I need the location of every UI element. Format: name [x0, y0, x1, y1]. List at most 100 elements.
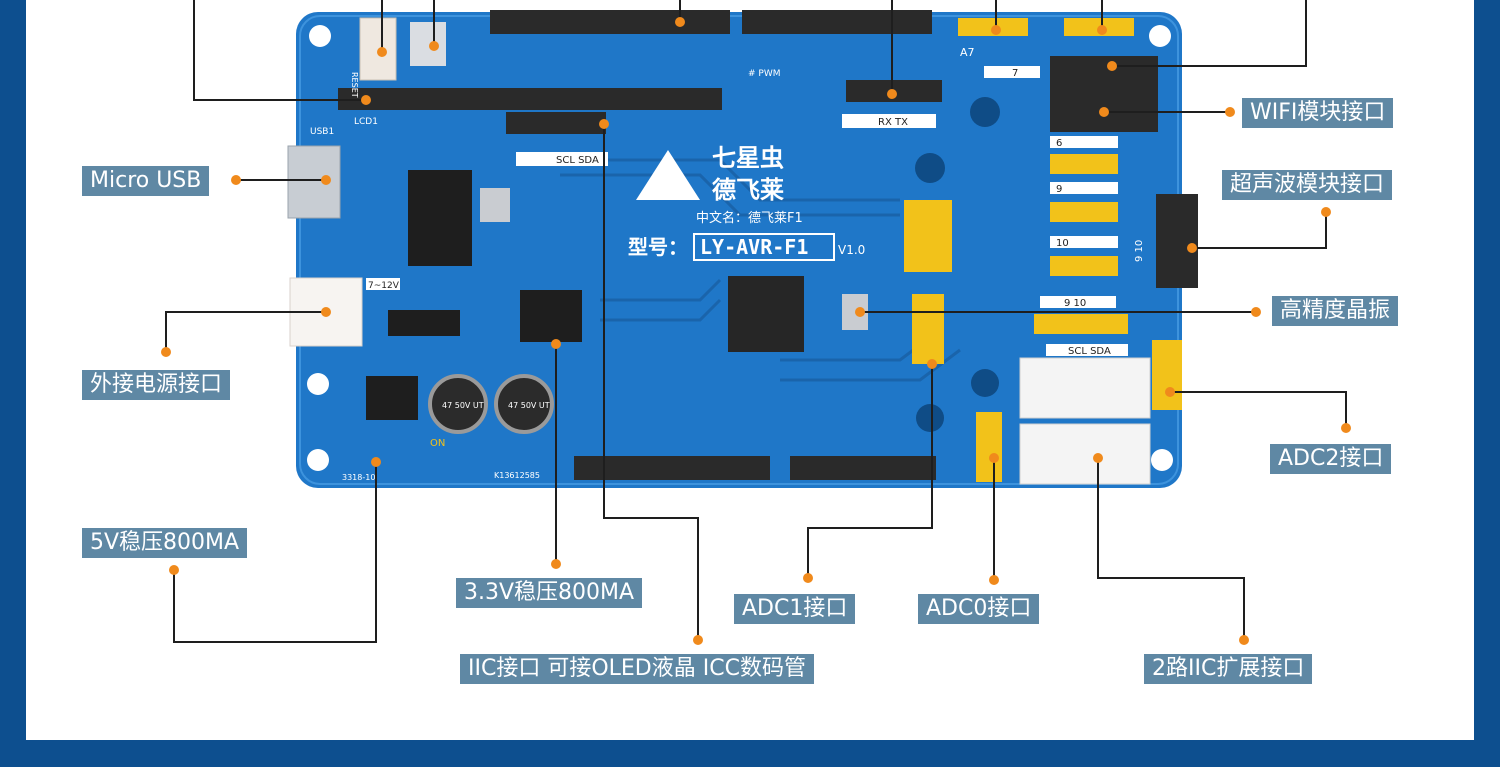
iic-header [506, 112, 606, 134]
dot [551, 339, 561, 349]
label-5v: 5V稳压800MA [82, 528, 248, 558]
silk-serial: K13612585 [494, 471, 540, 480]
dot [599, 119, 609, 129]
dot [1107, 61, 1117, 71]
leader-5v [173, 462, 377, 643]
leader-adc2 [1170, 391, 1347, 428]
silk-9: 9 [1056, 184, 1062, 195]
mount-hole [307, 449, 329, 471]
label-adc2: ADC2接口 [1270, 444, 1392, 474]
chip-u2 [520, 290, 582, 342]
jumper-j14 [1034, 314, 1128, 334]
dot [321, 175, 331, 185]
dot [803, 573, 813, 583]
brand-line2: 德飞莱 [712, 176, 784, 204]
dot [1093, 453, 1103, 463]
silk-7: 7 [1012, 68, 1018, 79]
dot [429, 41, 439, 51]
dot [361, 95, 371, 105]
jumper-j16 [1050, 202, 1118, 222]
dot [927, 359, 937, 369]
label-micro-usb: Micro USB [82, 166, 210, 196]
iic-connector-1 [1019, 357, 1151, 419]
label-ultrasonic: 超声波模块接口 [1222, 170, 1393, 200]
top-header-digital [490, 10, 730, 34]
label-adc0: ADC0接口 [918, 594, 1040, 624]
ultrasonic-header [1156, 194, 1198, 288]
lcd-header [338, 88, 722, 110]
dot [991, 25, 1001, 35]
dot [1099, 107, 1109, 117]
logo-icon [636, 150, 700, 200]
silk-7-12v-box [366, 278, 400, 290]
label-iic2: 2路IIC扩展接口 [1144, 654, 1313, 684]
dot [377, 47, 387, 57]
silk-10: 10 [1056, 238, 1069, 249]
model-box [693, 233, 835, 261]
brand-line1: 七星虫 [712, 144, 784, 172]
iic-connector-2 [1019, 423, 1151, 485]
dot [1341, 423, 1351, 433]
top-header-digital-2 [742, 10, 932, 34]
leader-adc1 [807, 364, 933, 578]
leader-top-right [1112, 0, 1307, 67]
mount-hole [971, 369, 999, 397]
mount-hole [915, 153, 945, 183]
jumper-j20 [912, 294, 944, 364]
jumper-j21 [1152, 340, 1182, 410]
dot [231, 175, 241, 185]
dot [1225, 107, 1235, 117]
label-crystal: 高精度晶振 [1272, 296, 1399, 326]
mount-hole [916, 404, 944, 432]
dot [675, 17, 685, 27]
silk-lcd: LCD1 [354, 117, 378, 127]
jumper-j1 [904, 200, 952, 272]
leader-lines [165, 0, 1347, 643]
dot [855, 307, 865, 317]
version: V1.0 [838, 243, 865, 257]
label-33v: 3.3V稳压800MA [456, 578, 643, 608]
dot [169, 565, 179, 575]
jumper-j15 [1050, 256, 1118, 276]
silk-reset: RESET [350, 72, 359, 98]
pcb-board: 七星虫 德飞莱 中文名：德飞莱F1 型号： LY-AVR-F1 V1.0 USB… [287, 10, 1198, 488]
leader-ext-power [165, 311, 326, 352]
silk-cap-1: 47 50V UT [442, 401, 484, 410]
pot [410, 22, 446, 66]
capacitor [428, 374, 488, 434]
label-adc1: ADC1接口 [734, 594, 856, 624]
dot [887, 89, 897, 99]
dot [321, 307, 331, 317]
leader-iic2 [1097, 458, 1245, 640]
leader-ultrasonic [1192, 212, 1327, 249]
silk-sclsda-box [516, 152, 608, 166]
silk-9-box [1050, 182, 1118, 194]
leader-iic [603, 124, 699, 640]
silk-sclsda: SCL SDA [556, 155, 599, 166]
model-prefix: 型号： [628, 235, 688, 259]
analog-header [790, 456, 936, 480]
dot [1097, 25, 1107, 35]
silk-on: ON [430, 438, 445, 449]
crystal-y1 [480, 188, 510, 222]
dot [551, 559, 561, 569]
silk-a7: A7 [960, 46, 975, 59]
silk-iic-sclsda: SCL SDA [1068, 346, 1111, 357]
label-ext-power: 外接电源接口 [82, 370, 231, 400]
wifi-header [1050, 56, 1158, 132]
label-iic: IIC接口 可接OLED液晶 ICC数码管 [460, 654, 814, 684]
label-wifi: WIFI模块接口 [1242, 98, 1394, 128]
mount-hole [309, 25, 331, 47]
silk-6: 6 [1056, 138, 1062, 149]
mount-hole [970, 97, 1000, 127]
silk-10-box [1050, 236, 1118, 248]
callout-dots [161, 17, 1351, 645]
silk-3318: 3318-10 [342, 473, 375, 482]
model: LY-AVR-F1 [700, 235, 808, 259]
dot [161, 347, 171, 357]
silk-9-10: 9 10 [1064, 298, 1086, 309]
dot [1187, 243, 1197, 253]
silk-usb: USB1 [310, 127, 334, 137]
cn-name: 中文名：德飞莱F1 [696, 210, 803, 226]
